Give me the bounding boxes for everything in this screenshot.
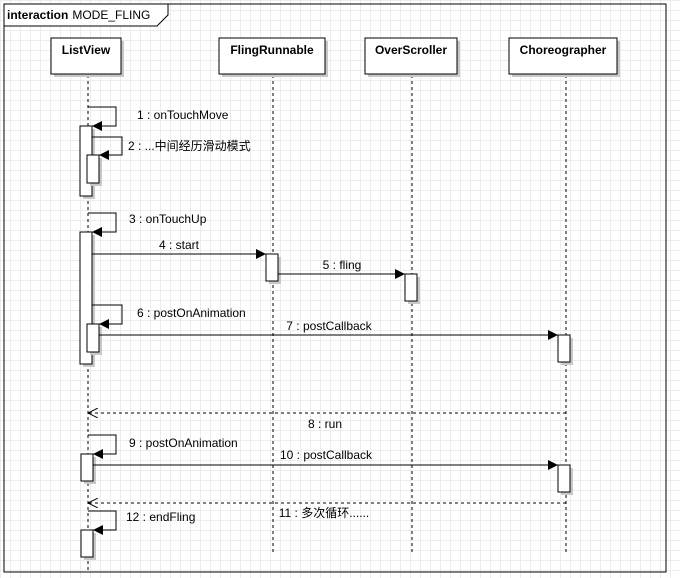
message-label-8: 8 : run [308, 417, 342, 431]
activation-bar [80, 453, 94, 482]
message-label-9: 9 : postOnAnimation [129, 436, 238, 450]
message-label-5: 5 : fling [323, 258, 362, 272]
participant-label: Choreographer [520, 43, 607, 57]
message-label-2: 2 : ...中间经历滑动模式 [128, 138, 251, 153]
frame-tab [3, 3, 169, 27]
participant-choreographer: Choreographer [508, 37, 620, 77]
message-arrow-9 [88, 434, 117, 459]
frame-kind: interaction [7, 8, 68, 22]
activation-bar [80, 529, 94, 558]
message-label-6: 6 : postOnAnimation [137, 306, 246, 320]
message-arrow-12 [88, 510, 117, 535]
frame-name: MODE_FLING [72, 8, 150, 22]
participant-overscroller: OverScroller [364, 37, 460, 77]
message-label-3: 3 : onTouchUp [129, 212, 207, 226]
activation-bars [79, 125, 573, 560]
participant-label: OverScroller [375, 43, 447, 57]
participant-listview: ListView [50, 37, 124, 77]
activation-bar [265, 253, 279, 282]
participant-label: ListView [62, 43, 111, 57]
activation-bar [557, 464, 571, 493]
activation-bar [557, 334, 571, 363]
message-label-4: 4 : start [159, 238, 200, 252]
message-label-7: 7 : postCallback [286, 319, 372, 333]
message-label-1: 1 : onTouchMove [137, 108, 229, 122]
message-arrow-2 [92, 136, 123, 160]
message-label-10: 10 : postCallback [280, 448, 373, 462]
frame-title: interaction MODE_FLING [7, 8, 150, 22]
message-label-12: 12 : endFling [126, 510, 195, 524]
message-label-11: 11 : 多次循环...... [279, 506, 369, 520]
message-arrow-1 [88, 106, 117, 131]
activation-bar [86, 323, 100, 353]
participant-flingrunnable: FlingRunnable [218, 37, 328, 77]
participant-label: FlingRunnable [230, 43, 314, 57]
activation-bar [404, 273, 418, 302]
interaction-frame [3, 3, 667, 573]
message-arrow-6 [92, 304, 123, 329]
message-arrow-3 [88, 212, 117, 237]
activation-bar [86, 154, 100, 184]
